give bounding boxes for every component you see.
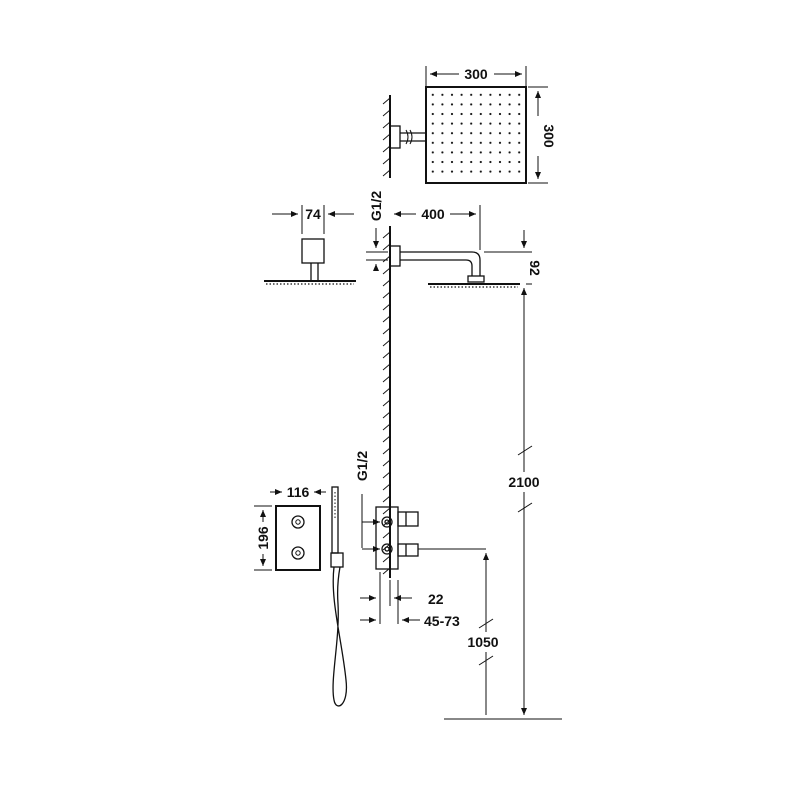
dim-plate-height: 196	[255, 526, 271, 550]
dim-arm-drop: 92	[527, 260, 543, 276]
dimension-arm-drop: 92	[484, 230, 543, 300]
wall-hatch-line	[382, 387, 391, 395]
wall-hatch-main	[382, 231, 391, 575]
wall-hatch-line	[382, 255, 391, 263]
wall-hatch-line	[382, 555, 391, 563]
dimension-plate-height: 196	[254, 505, 272, 571]
wall-hatch-line	[382, 267, 391, 275]
dim-arm-length: 400	[421, 206, 445, 222]
wall-hatch-line	[382, 507, 391, 515]
dim-plate-width: 116	[287, 484, 310, 500]
mixer-side-view: G1/2 22 45-73	[354, 451, 486, 629]
wall-hatch-line	[382, 483, 391, 491]
dim-recess-depth: 22	[428, 591, 444, 607]
dimension-connection-top: G1/2	[366, 191, 388, 271]
wall-hatch-line	[382, 279, 391, 287]
shower-head-front-view: 300 300	[382, 66, 557, 184]
wall-hatch-line	[382, 399, 391, 407]
wall-hatch-line	[382, 327, 391, 335]
dimension-head-height: 300	[528, 86, 557, 184]
dim-connection-mixer: G1/2	[354, 451, 370, 482]
control-plate-front: 116 196	[254, 484, 326, 571]
dim-head-height: 300	[541, 124, 557, 148]
dimension-arm-length: 400	[394, 205, 481, 250]
dimension-wall-flange: 74	[272, 205, 354, 234]
wall-hatch-line	[382, 495, 391, 503]
wall-hatch-line	[382, 315, 391, 323]
wall-hatch-line	[382, 363, 391, 371]
wall-hatch-line	[382, 339, 391, 347]
wall-hatch-line	[382, 303, 391, 311]
dim-wall-range: 45-73	[424, 613, 460, 629]
dimension-shower-height: 2100	[508, 300, 548, 715]
dimension-plate-width: 116	[270, 484, 326, 500]
wall-hatch-line	[382, 231, 391, 239]
dim-shower-height: 2100	[508, 474, 539, 490]
hand-shower	[330, 486, 348, 707]
wall-hatch-line	[382, 375, 391, 383]
wall-hatch-line	[382, 459, 391, 467]
dim-connection-top: G1/2	[368, 191, 384, 222]
dimension-connection-mixer: G1/2	[354, 451, 380, 552]
dim-wall-flange: 74	[305, 206, 321, 222]
wall-hatch-line	[382, 531, 391, 539]
square-shower-head	[425, 86, 527, 184]
wall-hatch-line	[382, 447, 391, 455]
wall-hatch-line	[382, 471, 391, 479]
shower-arm-side-view: G1/2 400 92	[366, 191, 543, 300]
dimension-wall-range: 45-73	[360, 580, 460, 629]
wall-hatch-line	[382, 435, 391, 443]
wall-hatch-line	[382, 351, 391, 359]
wall-hatch-line	[382, 423, 391, 431]
wall-hatch-line	[382, 243, 391, 251]
wall-hatch-top	[382, 97, 391, 177]
wall-hatch-line	[382, 411, 391, 419]
dim-head-width: 300	[464, 66, 488, 82]
dimension-head-width: 300	[425, 66, 527, 86]
wall-hatch-line	[382, 291, 391, 299]
dimension-mixer-height: 1050	[460, 553, 506, 715]
wall-flange-side-view: 74	[264, 205, 356, 285]
wall-side-view	[382, 226, 391, 578]
dim-mixer-height: 1050	[467, 634, 498, 650]
dimension-recess-depth: 22	[360, 572, 444, 624]
